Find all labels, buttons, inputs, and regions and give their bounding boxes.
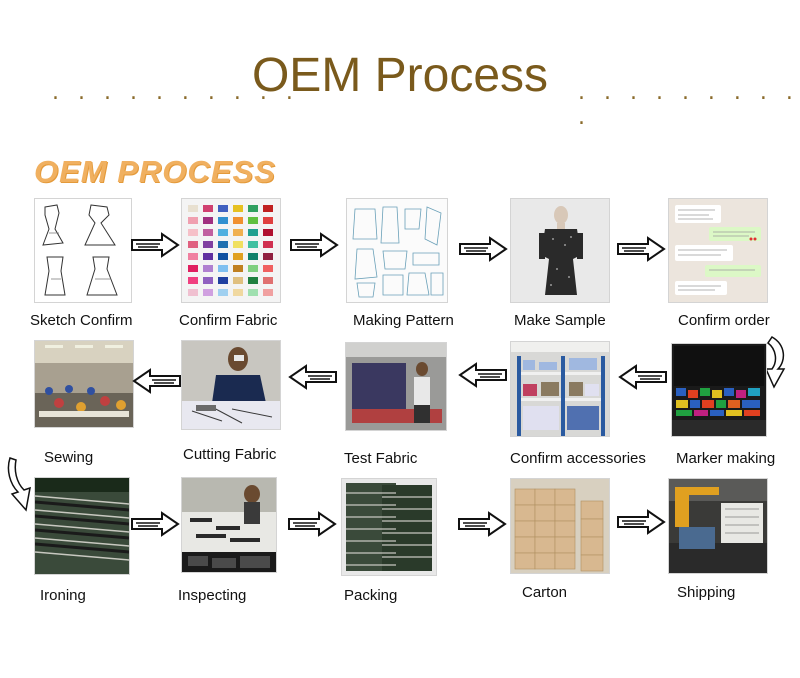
header: . . . . . . . . . . OEM Process . . . . … [0,40,800,130]
step-label-sewing: Sewing [44,449,94,466]
ironing-image [34,477,130,575]
arrow-right-icon [131,511,180,537]
page-title: OEM Process [251,49,549,102]
step-label-ironing: Ironing [40,587,86,604]
arrow-right-icon [290,232,339,258]
step-label-confirm-accessories: Confirm accessories [510,450,646,467]
cutting-fabric-image [181,340,281,430]
sewing-image [34,340,134,428]
oem-process-banner: OEM PROCESS [34,154,276,189]
curved-arrow-down-icon [764,336,786,389]
step-label-carton: Carton [522,584,568,601]
step-label-sketch-confirm: Sketch Confirm [30,312,133,329]
arrow-right-icon [459,236,508,262]
step-label-inspecting: Inspecting [178,587,247,604]
arrow-right-icon [458,511,507,537]
arrow-right-icon [617,509,666,535]
step-label-shipping: Shipping [677,584,736,601]
step-label-test-fabric: Test Fabric [344,450,418,467]
step-label-confirm-fabric: Confirm Fabric [179,312,278,329]
step-label-making-pattern: Making Pattern [353,312,454,329]
decorative-dots-right: . . . . . . . . . . [578,80,799,130]
arrow-right-icon [131,232,180,258]
sketch-confirm-image [34,198,132,303]
marker-making-image [671,343,767,437]
decorative-dots-left: . . . . . . . . . . [52,80,299,105]
confirm-fabric-image [181,198,281,303]
confirm-order-image [668,198,768,303]
curved-arrow-down-icon [7,457,31,512]
make-sample-image [510,198,610,303]
step-label-make-sample: Make Sample [514,312,606,329]
arrow-right-icon [288,511,337,537]
arrow-left-icon [458,362,507,388]
carton-image [510,478,610,574]
step-label-cutting-fabric: Cutting Fabric [183,446,277,463]
inspecting-image [181,477,277,573]
step-label-packing: Packing [344,587,398,604]
arrow-right-icon [617,236,666,262]
test-fabric-image [345,342,447,431]
making-pattern-image [346,198,448,303]
confirm-accessories-image [510,341,610,437]
shipping-image [668,478,768,574]
packing-image [341,478,437,576]
arrow-left-icon [288,364,337,390]
step-label-confirm-order: Confirm order [678,312,770,329]
step-label-marker-making: Marker making [676,450,776,467]
arrow-left-icon [132,368,181,394]
arrow-left-icon [618,364,667,390]
